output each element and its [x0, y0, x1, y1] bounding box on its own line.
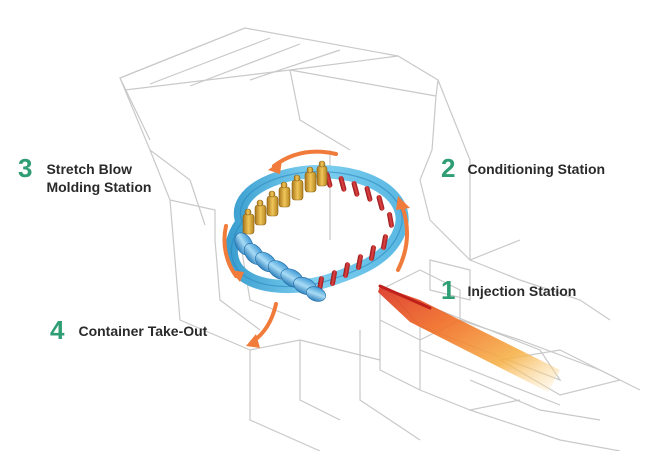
station-label-injection: 1 Injection Station: [441, 277, 576, 303]
machine-frame: [119, 27, 641, 452]
station-name: Container Take-Out: [78, 322, 207, 340]
station-name-line: Molding Station: [46, 179, 152, 195]
station-number: 1: [441, 275, 456, 305]
station-number: 3: [18, 153, 33, 183]
station-number: 4: [50, 315, 65, 345]
station-number: 2: [441, 153, 456, 183]
station-name: Stretch Blow Molding Station: [46, 160, 151, 196]
station-name-line: Injection Station: [467, 283, 577, 299]
nozzle-icon: [378, 284, 560, 392]
bottles: [234, 232, 326, 302]
station-label-take-out: 4 Container Take-Out: [50, 317, 207, 343]
blow-molds: [242, 160, 328, 235]
arrowheads: [230, 160, 410, 348]
station-name: Injection Station: [467, 282, 576, 300]
station-name-line: Conditioning Station: [467, 161, 606, 177]
station-label-stretch-blow: 3 Stretch Blow Molding Station: [18, 155, 151, 196]
preforms: [317, 172, 394, 293]
carousel-ring: [224, 165, 409, 293]
station-name: Conditioning Station: [467, 160, 605, 178]
station-label-conditioning: 2 Conditioning Station: [441, 155, 605, 181]
station-name-line: Container Take-Out: [78, 323, 208, 339]
station-name-line: Stretch Blow: [46, 161, 133, 177]
